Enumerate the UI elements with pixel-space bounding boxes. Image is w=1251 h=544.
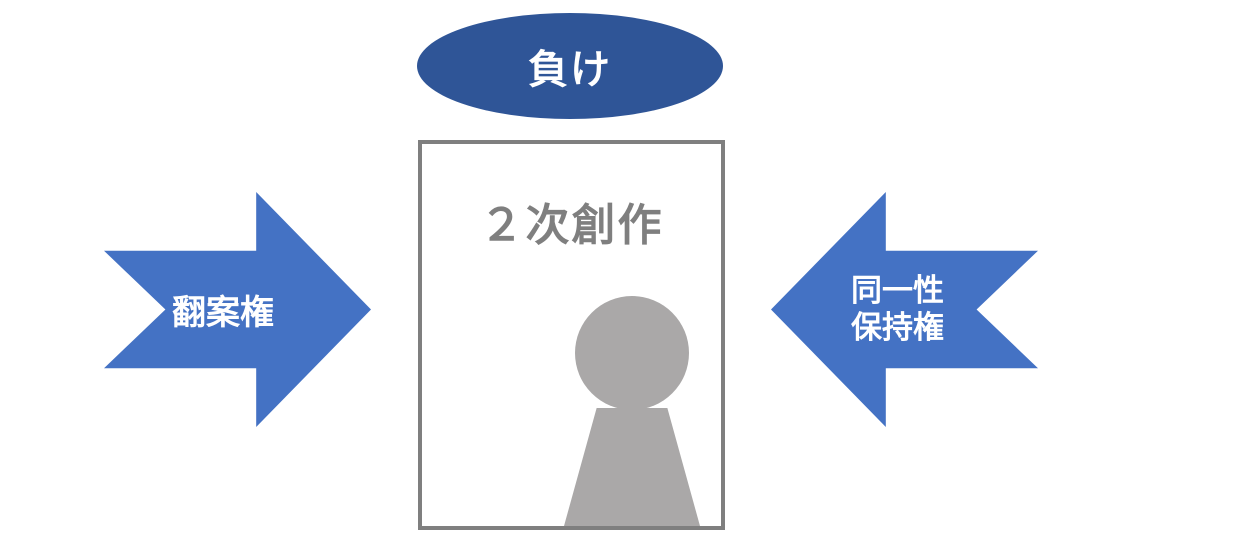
person-icon-body bbox=[564, 408, 700, 526]
adaptation-right-arrow: 翻案権 bbox=[104, 192, 371, 427]
verdict-oval: 負け bbox=[417, 13, 723, 119]
work-title: ２次創作 bbox=[479, 200, 664, 251]
derivative-work-frame: ２次創作 bbox=[418, 140, 725, 530]
verdict-label: 負け bbox=[528, 47, 612, 93]
integrity-right-label-line-1: 同一性 bbox=[851, 272, 944, 309]
integrity-right-arrow: 同一性 保持権 bbox=[771, 192, 1038, 427]
adaptation-right-label: 翻案権 bbox=[172, 293, 274, 333]
integrity-right-label: 同一性 保持権 bbox=[851, 273, 944, 346]
integrity-right-label-line-2: 保持権 bbox=[851, 309, 944, 346]
person-icon-head bbox=[575, 296, 689, 410]
